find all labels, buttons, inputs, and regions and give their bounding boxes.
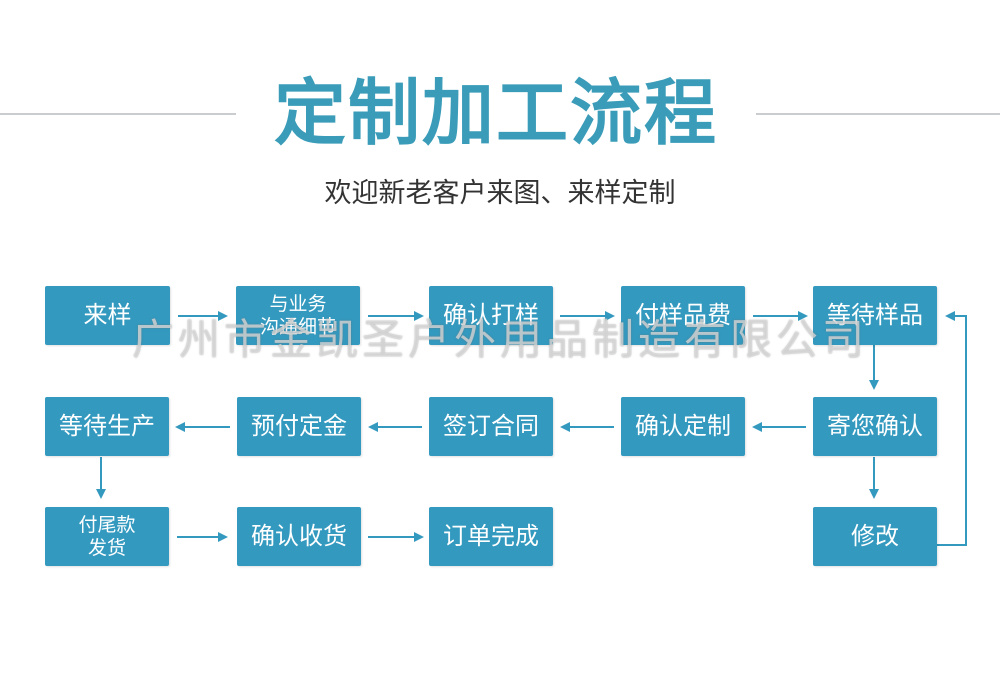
step-modify: 修改: [813, 507, 937, 566]
step-make-sample: 确认打样: [429, 286, 553, 345]
step-contract-label: 签订合同: [443, 412, 539, 441]
step-wait-production: 等待生产: [45, 397, 169, 456]
step-wait-production-label: 等待生产: [59, 412, 155, 441]
step-order-complete-label: 订单完成: [443, 522, 539, 551]
step-contract: 签订合同: [429, 397, 553, 456]
step-confirm-receipt: 确认收货: [237, 507, 361, 566]
step-communicate-label-line2: 沟通细节: [259, 315, 336, 338]
step-modify-label: 修改: [851, 522, 899, 551]
step-deposit-label: 预付定金: [251, 412, 347, 441]
step-send-confirm: 寄您确认: [813, 397, 937, 456]
step-communicate: 与业务 沟通细节: [236, 286, 360, 345]
step-confirm-custom: 确认定制: [621, 397, 745, 456]
page-title: 定制加工流程: [273, 71, 718, 155]
header-rule-left: [0, 113, 236, 115]
step-laiyang-label: 来样: [83, 301, 132, 330]
step-communicate-label-line1: 与业务: [269, 292, 327, 315]
step-final-payment-label-line2: 发货: [87, 536, 126, 559]
step-confirm-custom-label: 确认定制: [635, 412, 731, 441]
step-confirm-receipt-label: 确认收货: [251, 522, 347, 551]
step-wait-sample-label: 等待样品: [827, 301, 923, 330]
page-subtitle: 欢迎新老客户来图、来样定制: [324, 178, 676, 209]
step-wait-sample: 等待样品: [813, 286, 937, 345]
arrow-modify-to-wait-sample: [937, 311, 967, 546]
step-sample-fee-label: 付样品费: [635, 301, 731, 330]
step-laiyang: 来样: [45, 286, 170, 345]
step-sample-fee: 付样品费: [621, 286, 745, 345]
step-send-confirm-label: 寄您确认: [827, 412, 923, 441]
step-final-payment-label-line1: 付尾款: [78, 513, 136, 536]
step-order-complete: 订单完成: [429, 507, 553, 566]
step-make-sample-label: 确认打样: [443, 301, 539, 330]
step-deposit: 预付定金: [237, 397, 361, 456]
step-final-payment: 付尾款 发货: [45, 507, 169, 566]
header-rule-right: [756, 113, 1000, 115]
